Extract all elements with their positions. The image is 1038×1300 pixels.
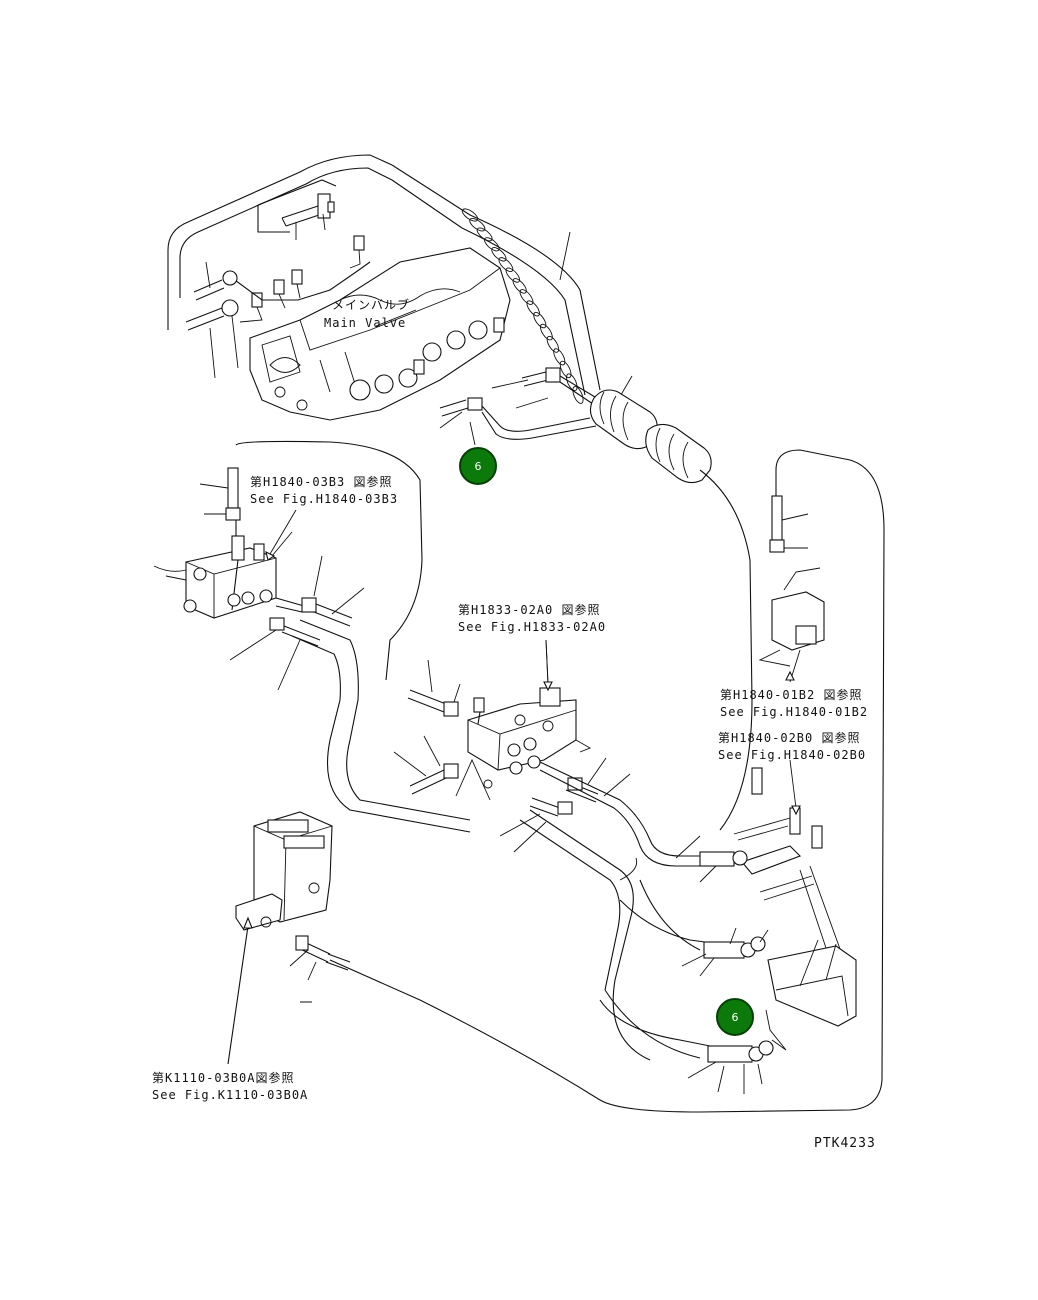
main-valve-label-en: Main Valve <box>324 316 407 330</box>
ref-h1840-01b2-jp: 第H1840-01B2 図参照 <box>720 688 863 702</box>
main-valve <box>249 247 511 421</box>
centre-hose-loops <box>235 440 885 1113</box>
hose-boot <box>589 389 712 484</box>
centre-valve-block <box>393 639 710 867</box>
ref-h1840-01b2-en: See Fig.H1840-01B2 <box>720 705 869 719</box>
spiral-ring <box>526 300 540 317</box>
spiral-ring <box>553 348 566 366</box>
valve-top-fittings <box>227 235 505 375</box>
ref-h1840-02b0-jp: 第H1840-02B0 図参照 <box>718 731 861 745</box>
spiral-ring <box>519 289 534 305</box>
part-callout-6-top[interactable]: 6 <box>459 447 497 485</box>
ref-k1110-03b0a-en: See Fig.K1110-03B0A <box>152 1088 309 1102</box>
spiral-ring <box>498 257 514 273</box>
spiral-ring <box>484 237 500 252</box>
spiral-ring <box>505 267 521 283</box>
spiral-hose-guard <box>461 208 584 404</box>
ref-h1840-02b0-en: See Fig.H1840-02B0 <box>718 748 867 762</box>
left-control-block <box>153 467 365 691</box>
pedal-unit <box>227 811 351 1065</box>
spiral-ring <box>476 227 493 242</box>
spiral-ring <box>546 335 560 353</box>
right-bracket-parts <box>733 495 857 1027</box>
spiral-ring <box>469 217 486 232</box>
ref-k1110-03b0a-jp: 第K1110-03B0A図参照 <box>152 1071 295 1085</box>
spiral-ring <box>566 373 578 391</box>
ref-h1840-03b3-en: See Fig.H1840-03B3 <box>250 492 399 506</box>
lower-right-hoses <box>599 835 787 1094</box>
main-valve-label-jp: メインバルブ <box>332 298 411 312</box>
top-hose-loop <box>167 154 601 396</box>
drawing-number: PTK4233 <box>814 1136 876 1151</box>
upper-left-fittings <box>185 193 335 379</box>
spiral-ring <box>491 247 507 262</box>
part-callout-6-bottom[interactable]: 6 <box>716 998 754 1036</box>
spiral-ring <box>540 323 553 341</box>
spiral-ring <box>512 278 527 294</box>
spiral-ring <box>572 386 584 404</box>
ref-h1833-02a0-en: See Fig.H1833-02A0 <box>458 620 607 634</box>
spiral-ring <box>533 311 547 329</box>
spiral-ring <box>559 360 572 379</box>
ref-h1840-03b3-jp: 第H1840-03B3 図参照 <box>250 475 393 489</box>
leader-arrows <box>265 309 801 816</box>
ref-h1833-02a0-jp: 第H1833-02A0 図参照 <box>458 603 601 617</box>
